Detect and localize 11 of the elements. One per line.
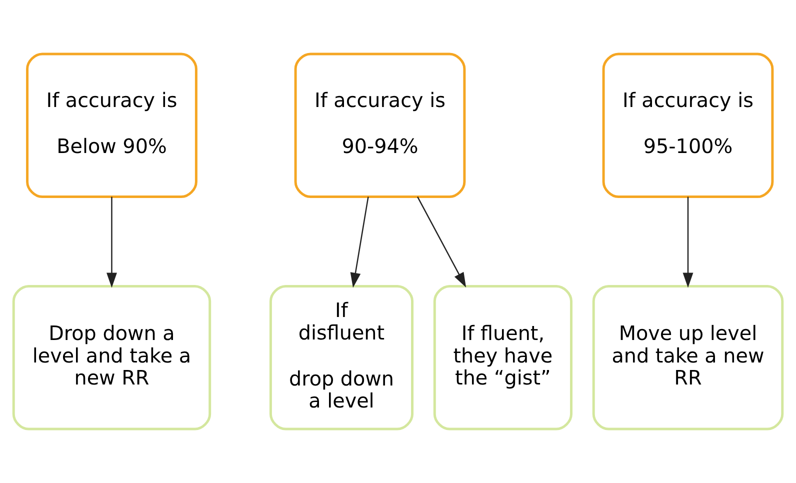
arrow bbox=[682, 196, 694, 288]
node-box: Move up level and take a new RR bbox=[592, 284, 784, 430]
arrow bbox=[106, 196, 117, 288]
node-box: If disfluent drop down a level bbox=[269, 284, 414, 430]
node-box: If fluent, they have the “gist” bbox=[433, 284, 572, 430]
node-box: If accuracy is Below 90% bbox=[26, 52, 198, 198]
node-box: If accuracy is 90-94% bbox=[294, 52, 466, 198]
arrow bbox=[350, 196, 369, 288]
node-box: Drop down a level and take a new RR bbox=[12, 284, 212, 430]
arrow bbox=[417, 196, 466, 288]
node-box: If accuracy is 95-100% bbox=[602, 52, 774, 198]
